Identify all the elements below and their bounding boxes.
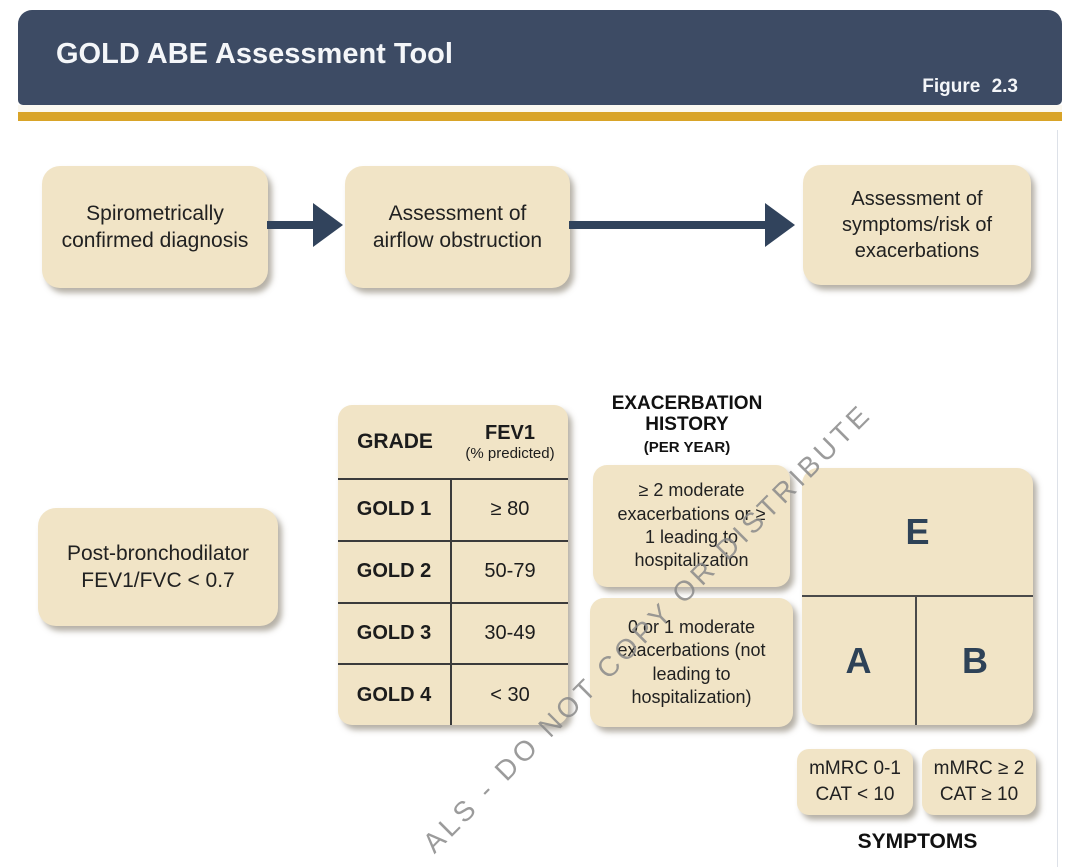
figure-title: GOLD ABE Assessment Tool (56, 38, 453, 70)
abe-group-grid: E A B (802, 468, 1033, 725)
mmrc-high-line: mMRC ≥ 2 (933, 758, 1025, 780)
exacerbation-low-risk-box: 0 or 1 moderate exacerbations (not leadi… (590, 598, 793, 727)
grade-cell: GOLD 4 (338, 665, 452, 725)
flow-box-symptoms-risk: Assessment of symptoms/risk of exacerbat… (803, 165, 1031, 285)
exacerbation-high-risk-box: ≥ 2 moderate exacerbations or ≥ 1 leadin… (593, 465, 790, 587)
header-cream-strip (18, 105, 1062, 112)
arrow-right-icon (569, 221, 767, 229)
fev1-cell: 50-79 (484, 560, 536, 583)
figure-header: GOLD ABE Assessment Tool Figure 2.3 (18, 10, 1062, 105)
fev1-cell: ≥ 80 (490, 498, 530, 521)
grade-cell: GOLD 1 (338, 480, 452, 540)
grade-table: GRADE FEV1 (% predicted) GOLD 1 ≥ 80 GOL… (338, 405, 568, 725)
abe-grid-bottom: A B (802, 595, 1033, 725)
heading-subline: (PER YEAR) (643, 438, 731, 456)
fev1-cell: < 30 (490, 683, 530, 706)
table-row: GOLD 1 ≥ 80 (338, 478, 568, 540)
cat-high-line: CAT ≥ 10 (939, 784, 1019, 805)
group-a-label: A (845, 640, 872, 681)
cat-low-line: CAT < 10 (815, 784, 895, 805)
heading-line: HISTORY (645, 414, 729, 436)
arrow-right-icon (313, 203, 343, 247)
figure-number: Figure 2.3 (922, 76, 1018, 97)
table-row: GOLD 3 30-49 (338, 601, 568, 664)
symptoms-high-label: mMRC ≥ 2 CAT ≥ 10 (934, 756, 1025, 807)
mmrc-low-line: mMRC 0-1 (809, 758, 901, 780)
flow-box-airflow-obstruction: Assessment of airflow obstruction (345, 166, 570, 288)
group-b-cell: B (917, 597, 1033, 725)
flow-box-label: Assessment of airflow obstruction (372, 201, 543, 252)
post-bronchodilator-box: Post-bronchodilator FEV1/FVC < 0.7 (38, 508, 278, 626)
group-e-cell: E (802, 468, 1033, 595)
fev1-cell: 30-49 (484, 621, 536, 644)
symptoms-axis-label: SYMPTOMS (857, 830, 978, 853)
symptoms-low-label: mMRC 0-1 CAT < 10 (809, 756, 901, 807)
post-bronchodilator-label: Post-bronchodilator FEV1/FVC < 0.7 (66, 541, 250, 592)
grade-cell: GOLD 2 (338, 541, 452, 602)
group-a-cell: A (802, 597, 917, 725)
flow-box-label: Spirometrically confirmed diagnosis (61, 201, 249, 252)
arrow-right-icon (267, 221, 315, 229)
grade-table-header: GRADE FEV1 (% predicted) (338, 405, 568, 478)
exacerbation-history-heading: EXACERBATION HISTORY (PER YEAR) (597, 393, 777, 456)
symptoms-high-box: mMRC ≥ 2 CAT ≥ 10 (922, 749, 1036, 815)
table-row: GOLD 4 < 30 (338, 663, 568, 725)
grade-cell: GOLD 3 (338, 603, 452, 664)
grade-column-header: GRADE (357, 429, 433, 453)
flow-box-spirometric-diagnosis: Spirometrically confirmed diagnosis (42, 166, 268, 288)
heading-line: EXACERBATION (611, 393, 763, 414)
gold-divider-bar (18, 112, 1062, 121)
exacerbation-high-risk-label: ≥ 2 moderate exacerbations or ≥ 1 leadin… (617, 480, 766, 571)
symptoms-low-box: mMRC 0-1 CAT < 10 (797, 749, 913, 815)
flow-box-label: Assessment of symptoms/risk of exacerbat… (841, 188, 993, 262)
slide-right-edge (1057, 130, 1058, 867)
fev1-column-header: FEV1 (% predicted) (452, 422, 568, 462)
group-b-label: B (962, 640, 988, 681)
group-e-label: E (905, 510, 930, 552)
table-row: GOLD 2 50-79 (338, 539, 568, 602)
fev1-header-label: FEV1 (484, 421, 536, 444)
arrow-right-icon (765, 203, 795, 247)
exacerbation-low-risk-label: 0 or 1 moderate exacerbations (not leadi… (617, 616, 766, 707)
fev1-header-sublabel: (% predicted) (465, 444, 555, 462)
